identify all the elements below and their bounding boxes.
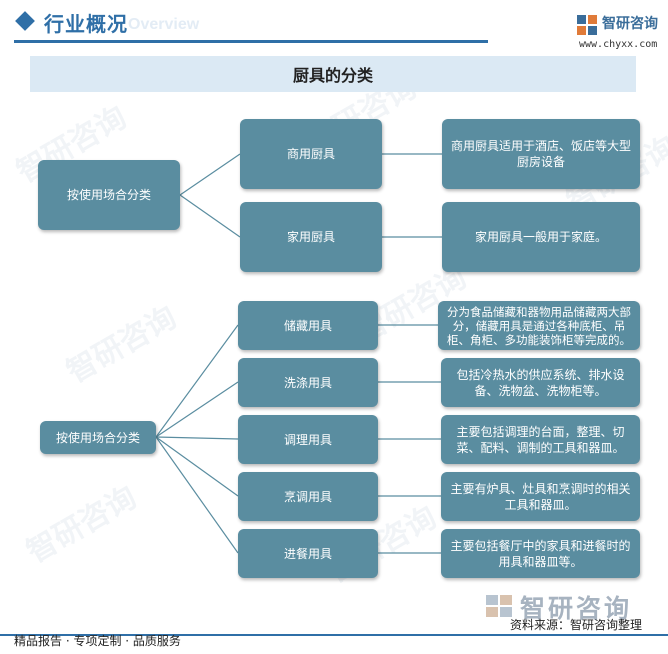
- brand-logo-name: 智研咨询: [602, 16, 658, 32]
- footer-services: 精品报告 · 专项定制 · 品质服务: [14, 634, 181, 648]
- connector-line: [155, 436, 239, 554]
- footer-logo-name: 智研咨询: [520, 594, 633, 623]
- node-dining-utensils: 进餐用具: [238, 529, 378, 578]
- node-household-kitchenware: 家用厨具: [240, 202, 382, 272]
- root-node-usage-occasion: 按使用场合分类: [38, 160, 180, 230]
- desc-household-kitchenware: 家用厨具一般用于家庭。: [442, 202, 640, 272]
- desc-storage-utensils: 分为食品储藏和器物用品储藏两大部分，储藏用具是通过各种底柜、吊柜、角柜、多功能装…: [438, 301, 640, 350]
- desc-dining-utensils: 主要包括餐厅中的家具和进餐时的用具和器皿等。: [441, 529, 640, 578]
- connector-line: [155, 436, 239, 440]
- node-cooking-utensils: 烹调用具: [238, 472, 378, 521]
- node-prep-utensils: 调理用具: [238, 415, 378, 464]
- node-commercial-kitchenware: 商用厨具: [240, 119, 382, 189]
- header-title: 行业概况: [44, 12, 128, 36]
- header-divider: [14, 40, 488, 43]
- node-washing-utensils: 洗涤用具: [238, 358, 378, 407]
- footer-logo-icon: [486, 595, 512, 617]
- diagram-title: 厨具的分类: [30, 56, 636, 92]
- connector-line: [155, 324, 239, 438]
- footer-divider: [0, 634, 668, 636]
- node-storage-utensils: 储藏用具: [238, 301, 378, 350]
- brand-logo-icon: [577, 15, 597, 35]
- header-subtitle: Overview: [128, 16, 200, 33]
- desc-washing-utensils: 包括冷热水的供应系统、排水设备、洗物盆、洗物柜等。: [441, 358, 640, 407]
- connector-line: [155, 436, 239, 497]
- connector-line: [155, 381, 239, 438]
- desc-cooking-utensils: 主要有炉具、灶具和烹调时的相关工具和器皿。: [441, 472, 640, 521]
- connector-line: [179, 153, 241, 196]
- connector-line: [179, 194, 241, 238]
- desc-prep-utensils: 主要包括调理的台面，整理、切菜、配料、调制的工具和器皿。: [441, 415, 640, 464]
- brand-url: www.chyxx.com: [579, 39, 658, 50]
- source-note: 资料来源：智研咨询整理: [510, 618, 643, 632]
- root-node-usage-occasion-2: 按使用场合分类: [40, 421, 156, 454]
- desc-commercial-kitchenware: 商用厨具适用于酒店、饭店等大型厨房设备: [442, 119, 640, 189]
